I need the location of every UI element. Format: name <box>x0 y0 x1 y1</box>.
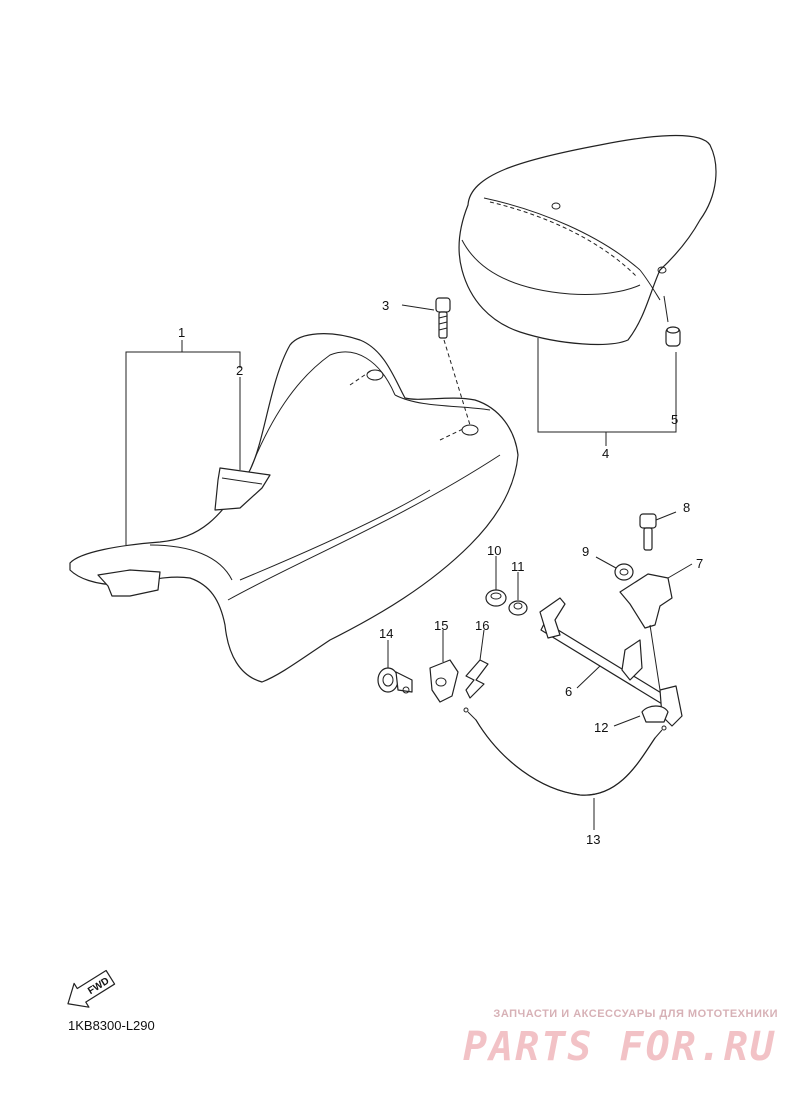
bolt-3 <box>435 297 451 339</box>
watermark-caption: ЗАПЧАСТИ И АКСЕССУАРЫ ДЛЯ МОТОТЕХНИКИ <box>493 1008 778 1020</box>
diagram-code: 1KB8300-L290 <box>68 1018 155 1033</box>
callout-2: 2 <box>236 363 243 378</box>
bracket-7 <box>619 573 673 691</box>
fwd-arrow: FWD <box>67 969 116 1008</box>
seat-lock-cable-13 <box>463 707 667 796</box>
callout-12: 12 <box>594 720 608 735</box>
callout-labels: 1 2 3 4 5 6 7 8 9 10 11 12 13 14 15 16 <box>178 298 703 847</box>
bolt-8 <box>639 513 657 551</box>
collar-9 <box>614 563 634 581</box>
bracket-15 <box>429 659 459 703</box>
callout-6: 6 <box>565 684 572 699</box>
callout-3: 3 <box>382 298 389 313</box>
damper-5 <box>665 326 681 347</box>
rear-seat <box>458 134 717 346</box>
callout-4: 4 <box>602 446 609 461</box>
rider-seat <box>69 333 519 683</box>
clip-12 <box>641 705 669 723</box>
callout-14: 14 <box>379 626 393 641</box>
callout-5: 5 <box>671 412 678 427</box>
callout-11: 11 <box>511 559 525 574</box>
callout-9: 9 <box>582 544 589 559</box>
callout-8: 8 <box>683 500 690 515</box>
callout-1: 1 <box>178 325 185 340</box>
collar-11 <box>508 600 528 616</box>
callout-10: 10 <box>487 543 501 558</box>
callout-16: 16 <box>475 618 489 633</box>
clip-16 <box>465 659 489 699</box>
callout-leaders <box>125 304 693 830</box>
callout-13: 13 <box>586 832 600 847</box>
bushing-10 <box>485 589 507 607</box>
lock-shaft-6 <box>539 597 683 727</box>
lock-cylinder-14 <box>377 667 413 694</box>
watermark-logo: PARTS FOR.RU <box>463 1024 776 1070</box>
callout-15: 15 <box>434 618 448 633</box>
callout-7: 7 <box>696 556 703 571</box>
